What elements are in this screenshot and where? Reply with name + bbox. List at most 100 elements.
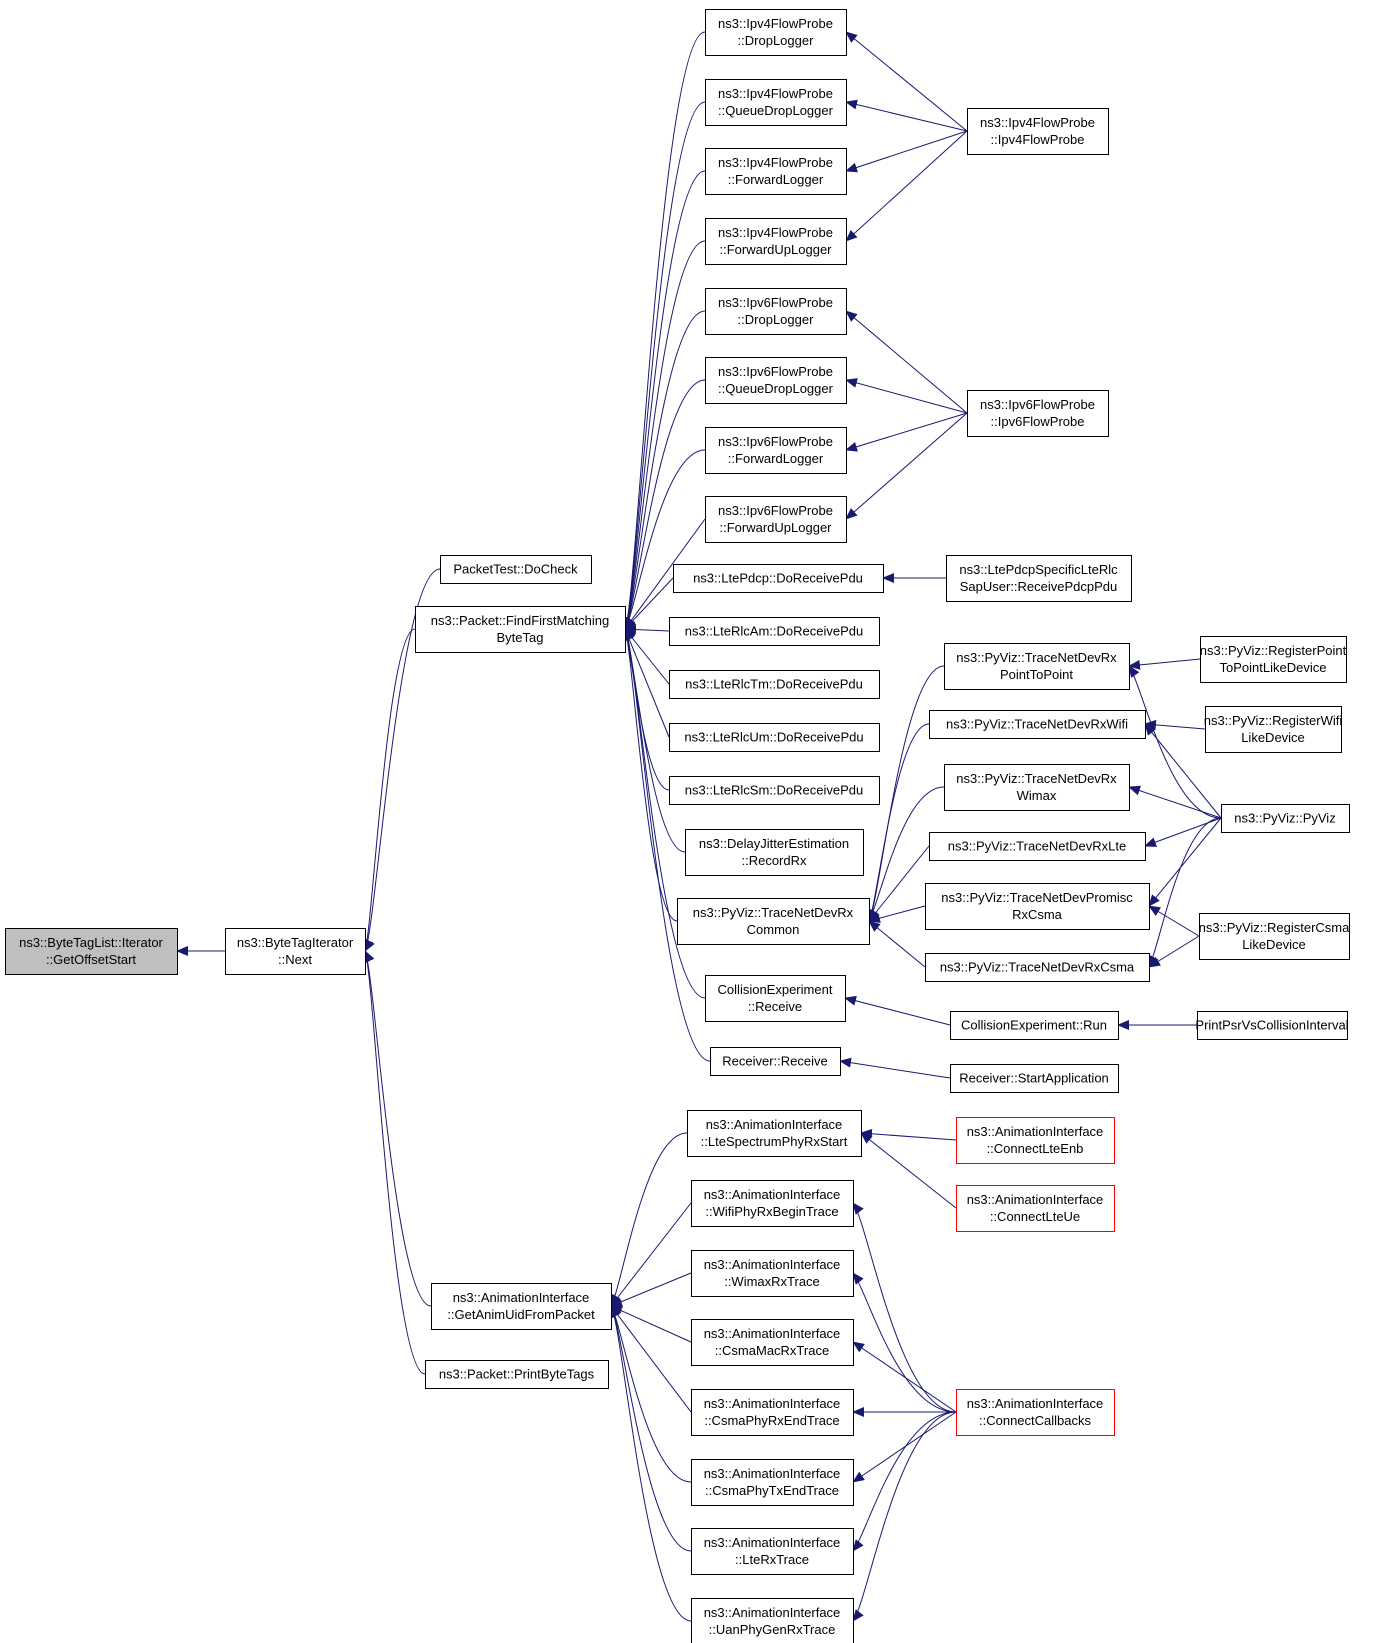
call-edge: [610, 1305, 692, 1413]
graph-node[interactable]: ns3::Ipv6FlowProbe::ForwardLogger: [705, 427, 847, 474]
node-label: ns3::LteRlcSm::DoReceivePdu: [685, 783, 863, 798]
node-label: ns3::AnimationInterface: [704, 1466, 841, 1481]
graph-node[interactable]: ns3::AnimationInterface::LteRxTrace: [691, 1528, 854, 1575]
graph-node[interactable]: ns3::LteRlcTm::DoReceivePdu: [669, 670, 880, 699]
call-edge: [844, 995, 951, 1026]
graph-node[interactable]: ns3::AnimationInterface::LteSpectrumPhyR…: [687, 1110, 862, 1157]
node-box: [669, 723, 880, 752]
node-box: [705, 496, 847, 543]
graph-node[interactable]: ns3::LteRlcSm::DoReceivePdu: [669, 776, 880, 805]
node-label: ::ForwardLogger: [728, 172, 824, 187]
node-label: ::ForwardLogger: [728, 451, 824, 466]
node-box: [944, 643, 1130, 690]
graph-node[interactable]: ns3::Ipv6FlowProbe::ForwardUpLogger: [705, 496, 847, 543]
call-edge: [1144, 719, 1206, 730]
graph-node[interactable]: ns3::AnimationInterface::CsmaMacRxTrace: [691, 1319, 854, 1366]
graph-node[interactable]: Receiver::Receive: [710, 1047, 841, 1076]
node-label: ns3::Ipv6FlowProbe: [718, 295, 833, 310]
graph-node[interactable]: ns3::PyViz::TraceNetDevRxWifi: [929, 710, 1146, 739]
graph-node[interactable]: ns3::AnimationInterface::GetAnimUidFromP…: [431, 1283, 612, 1330]
call-edge: [845, 310, 968, 414]
graph-node[interactable]: ns3::AnimationInterface::CsmaPhyTxEndTra…: [691, 1459, 854, 1506]
node-label: ::LteSpectrumPhyRxStart: [701, 1134, 848, 1149]
node-box: [705, 288, 847, 335]
graph-node[interactable]: ns3::ByteTagIterator::Next: [225, 928, 366, 975]
graph-node[interactable]: ns3::Packet::PrintByteTags: [425, 1360, 609, 1389]
node-box: [705, 357, 847, 404]
node-label: ns3::Ipv6FlowProbe: [980, 397, 1095, 412]
call-edge: [845, 99, 968, 132]
call-edge: [1148, 935, 1200, 968]
node-label: ns3::PyViz::RegisterCsma: [1199, 920, 1351, 935]
graph-node[interactable]: PrintPsrVsCollisionInterval: [1195, 1011, 1349, 1040]
graph-node[interactable]: ns3::AnimationInterface::ConnectLteUe: [956, 1185, 1115, 1232]
call-edge: [845, 130, 968, 173]
node-label: ByteTag: [497, 630, 544, 645]
node-box: [5, 928, 178, 975]
node-box: [705, 427, 847, 474]
call-edge: [868, 920, 926, 968]
node-label: ns3::DelayJitterEstimation: [699, 836, 849, 851]
graph-node[interactable]: ns3::PyViz::TraceNetDevRxLte: [929, 832, 1146, 861]
node-label: Common: [747, 922, 800, 937]
graph-node[interactable]: ns3::LtePdcpSpecificLteRlcSapUser::Recei…: [946, 555, 1132, 602]
call-edge: [860, 1132, 957, 1209]
nodes-layer: ns3::ByteTagList::Iterator::GetOffsetSta…: [5, 9, 1351, 1643]
node-label: PrintPsrVsCollisionInterval: [1195, 1018, 1348, 1033]
graph-node[interactable]: ns3::ByteTagList::Iterator::GetOffsetSta…: [5, 928, 178, 975]
call-edge: [1128, 785, 1222, 819]
node-box: [967, 108, 1109, 155]
graph-node[interactable]: ns3::AnimationInterface::UanPhyGenRxTrac…: [691, 1598, 854, 1643]
graph-node[interactable]: Receiver::StartApplication: [950, 1064, 1119, 1093]
graph-node[interactable]: ns3::LtePdcp::DoReceivePdu: [673, 564, 884, 593]
graph-node[interactable]: ns3::AnimationInterface::ConnectCallback…: [956, 1389, 1115, 1436]
graph-node[interactable]: ns3::AnimationInterface::WimaxRxTrace: [691, 1250, 854, 1297]
node-box: [705, 975, 846, 1022]
graph-node[interactable]: ns3::Ipv4FlowProbe::ForwardLogger: [705, 148, 847, 195]
graph-node[interactable]: CollisionExperiment::Receive: [705, 975, 846, 1022]
node-box: [956, 1389, 1115, 1436]
graph-node[interactable]: ns3::AnimationInterface::ConnectLteEnb: [956, 1117, 1115, 1164]
node-box: [687, 1110, 862, 1157]
call-edge: [852, 1272, 957, 1413]
graph-node[interactable]: ns3::AnimationInterface::WifiPhyRxBeginT…: [691, 1180, 854, 1227]
call-edge: [610, 1305, 692, 1622]
call-edge: [1148, 817, 1222, 968]
node-box: [925, 883, 1150, 930]
graph-node[interactable]: ns3::Ipv4FlowProbe::ForwardUpLogger: [705, 218, 847, 265]
graph-node[interactable]: ns3::PyViz::PyViz: [1221, 804, 1350, 833]
node-box: [710, 1047, 841, 1076]
node-box: [705, 218, 847, 265]
graph-node[interactable]: ns3::Ipv6FlowProbe::DropLogger: [705, 288, 847, 335]
node-box: [950, 1064, 1119, 1093]
graph-node[interactable]: ns3::Ipv4FlowProbe::QueueDropLogger: [705, 79, 847, 126]
node-box: [944, 764, 1130, 811]
call-edge: [624, 624, 670, 635]
graph-node[interactable]: ns3::Ipv6FlowProbe::QueueDropLogger: [705, 357, 847, 404]
graph-node[interactable]: ns3::DelayJitterEstimation::RecordRx: [685, 829, 864, 876]
node-label: ns3::Ipv4FlowProbe: [718, 155, 833, 170]
node-label: ns3::LteRlcUm::DoReceivePdu: [684, 730, 863, 745]
graph-node[interactable]: ns3::LteRlcUm::DoReceivePdu: [669, 723, 880, 752]
graph-node[interactable]: PacketTest::DoCheck: [440, 555, 592, 584]
graph-node[interactable]: ns3::PyViz::RegisterPointToPointLikeDevi…: [1200, 636, 1347, 683]
node-label: ns3::LteRlcAm::DoReceivePdu: [685, 624, 863, 639]
graph-node[interactable]: CollisionExperiment::Run: [950, 1011, 1119, 1040]
graph-node[interactable]: ns3::PyViz::TraceNetDevRxCsma: [925, 953, 1150, 982]
node-label: ns3::PyViz::PyViz: [1234, 811, 1335, 826]
graph-node[interactable]: ns3::LteRlcAm::DoReceivePdu: [669, 617, 880, 646]
graph-node[interactable]: ns3::Ipv4FlowProbe::Ipv4FlowProbe: [967, 108, 1109, 155]
graph-node[interactable]: ns3::AnimationInterface::CsmaPhyRxEndTra…: [691, 1389, 854, 1436]
call-edge: [624, 379, 706, 630]
graph-node[interactable]: ns3::Ipv4FlowProbe::DropLogger: [705, 9, 847, 56]
graph-node[interactable]: ns3::Ipv6FlowProbe::Ipv6FlowProbe: [967, 390, 1109, 437]
node-label: ::ForwardUpLogger: [720, 242, 833, 257]
call-edge: [1148, 905, 1200, 937]
